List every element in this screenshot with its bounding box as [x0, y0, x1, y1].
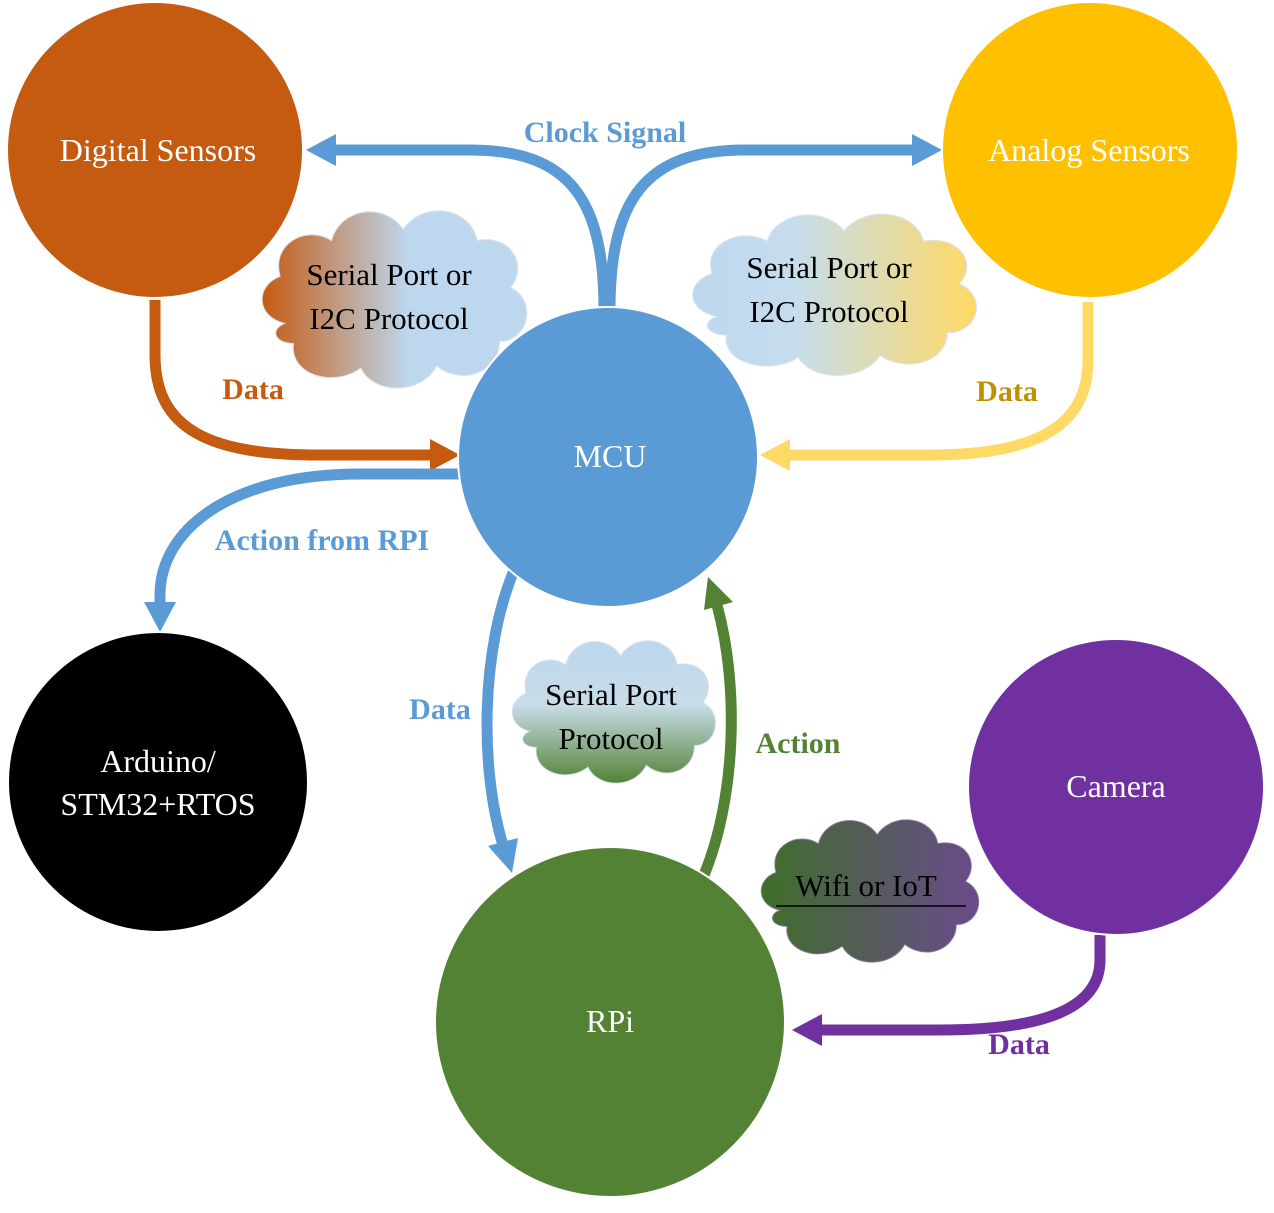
node-rpi: RPi [434, 846, 786, 1198]
digital-data-arrow [149, 300, 432, 461]
node-camera: Camera [967, 638, 1265, 936]
node-arduino: Arduino/ STM32+RTOS [7, 631, 309, 933]
cloud-wifi-iot: Wifi or IoT [760, 819, 980, 963]
clock-signal-arrowhead-right [912, 134, 942, 166]
rpi-action-arrow [698, 603, 737, 878]
cloud-left-line1: Serial Port or [306, 257, 472, 292]
edge-digital-data [149, 300, 460, 471]
cloud-left-line2: I2C Protocol [309, 301, 468, 336]
cloud-middle-line1: Serial Port [545, 677, 677, 712]
analog-data-label: Data [976, 375, 1038, 408]
edge-camera-data [792, 935, 1106, 1046]
edge-mcu-to-rpi-data [481, 565, 521, 873]
rpi-action-arrowhead [704, 577, 733, 610]
cloud-serial-i2c-right: Serial Port or I2C Protocol [692, 213, 978, 377]
edge-analog-data [760, 302, 1094, 471]
arduino-label-line1: Arduino/ [100, 743, 216, 779]
arduino-label-line2: STM32+RTOS [60, 786, 255, 822]
digital-data-label: Data [222, 373, 284, 406]
analog-sensors-circle [941, 1, 1239, 299]
rpi-action-label: Action [756, 727, 841, 760]
analog-sensors-label: Analog Sensors [988, 132, 1190, 168]
analog-data-arrowhead [760, 439, 790, 471]
rpi-label: RPi [586, 1003, 634, 1039]
camera-data-label: Data [988, 1028, 1050, 1061]
edge-clock-signal [306, 134, 942, 311]
clock-signal-arrow-right [604, 144, 915, 311]
edge-action-from-rpi [144, 468, 460, 632]
action-from-rpi-arrowhead [144, 602, 176, 632]
cloud-right-line1: Serial Port or [746, 250, 912, 285]
mcu-circle [457, 306, 759, 608]
camera-circle [967, 638, 1265, 936]
cloud-wifi-label: Wifi or IoT [795, 868, 937, 903]
node-digital-sensors: Digital Sensors [6, 1, 304, 299]
camera-data-arrow [818, 935, 1106, 1036]
cloud-middle-line2: Protocol [558, 721, 663, 756]
cloud-serial-i2c-left: Serial Port or I2C Protocol [261, 210, 528, 389]
action-from-rpi-arrow [154, 468, 460, 606]
arduino-circle [7, 631, 309, 933]
action-from-rpi-label: Action from RPI [215, 524, 429, 557]
mcu-to-rpi-data-arrowhead [488, 838, 518, 873]
node-analog-sensors: Analog Sensors [941, 1, 1239, 299]
clock-signal-label: Clock Signal [524, 116, 687, 149]
camera-data-arrowhead [792, 1014, 822, 1046]
digital-sensors-circle [6, 1, 304, 299]
mcu-to-rpi-data-label: Data [409, 693, 471, 726]
analog-data-arrow [786, 302, 1094, 461]
mcu-to-rpi-data-arrow [481, 565, 521, 847]
rpi-circle [434, 846, 786, 1198]
digital-sensors-label: Digital Sensors [60, 132, 256, 168]
edge-rpi-action [698, 577, 737, 878]
mcu-label: MCU [574, 438, 647, 474]
clock-signal-arrow-left [330, 144, 610, 311]
cloud-right-line2: I2C Protocol [749, 294, 908, 329]
node-mcu: MCU [457, 306, 759, 608]
digital-data-arrowhead [430, 439, 460, 471]
camera-label: Camera [1066, 768, 1166, 804]
clock-signal-arrowhead-left [306, 134, 336, 166]
cloud-serial-middle: Serial Port Protocol [511, 640, 716, 784]
